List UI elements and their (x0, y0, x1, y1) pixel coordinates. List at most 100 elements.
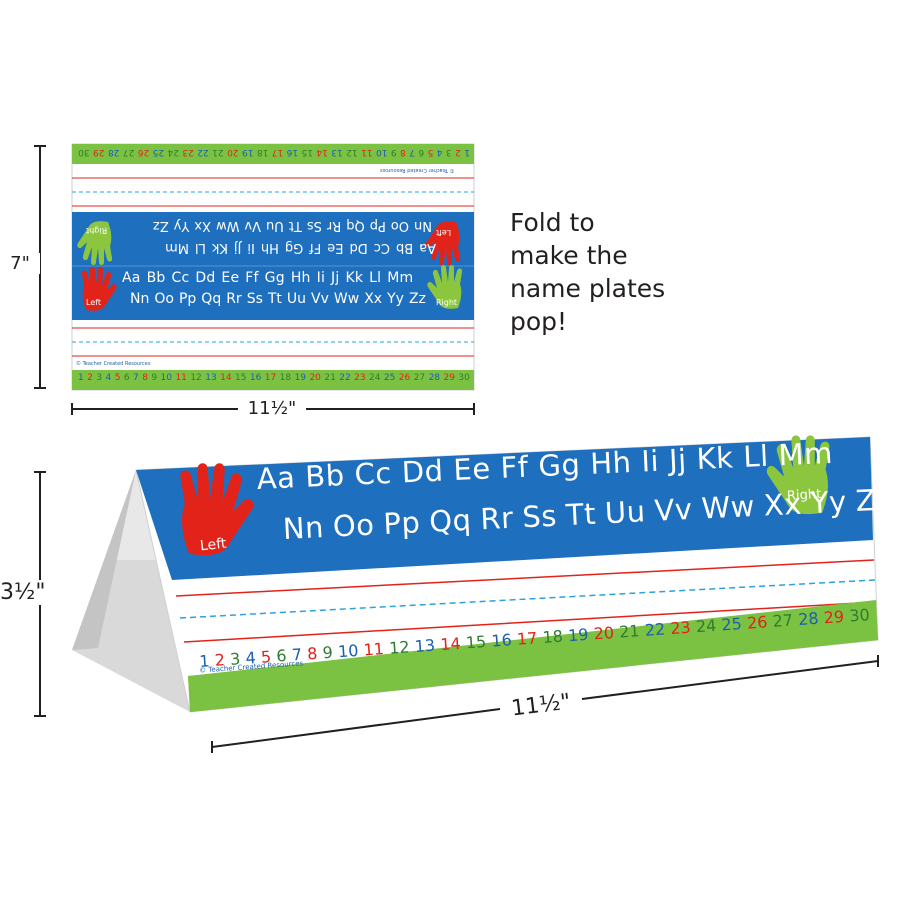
letter-pair: Mm (777, 435, 834, 473)
letter-pair: Pp (382, 505, 422, 542)
number-cell: 26 (746, 612, 769, 633)
letter-pair: Zz (408, 291, 426, 307)
folded-width-dimension (211, 655, 879, 753)
tent-left-label: Left (199, 535, 228, 555)
number-cell: 17 (264, 373, 277, 383)
flat-width-dimension (71, 403, 475, 415)
letter-pair: Qq (428, 502, 473, 539)
letter-pair: Jj (331, 270, 340, 286)
number-cell: 25 (383, 373, 396, 383)
number-cell: 2 (214, 650, 226, 670)
letter-pair: Uu (286, 291, 307, 307)
number-cell: 28 (428, 373, 441, 383)
number-cell: 22 (197, 147, 209, 157)
number-cell: 28 (797, 608, 820, 630)
number-cell: 3 (445, 147, 452, 157)
letter-pair: Ff (499, 449, 530, 485)
number-cell: 15 (301, 147, 313, 157)
flat-width-label: 11½" (247, 398, 297, 419)
number-cell: 21 (324, 373, 336, 383)
number-cell: 21 (212, 147, 224, 157)
caption-line: pop! (510, 307, 568, 336)
number-cell: 29 (93, 147, 105, 157)
letter-pair: Ee (221, 270, 240, 286)
number-cell: 26 (398, 373, 411, 383)
letter-pair: Ww (700, 488, 756, 526)
letter-pair: Oo (154, 291, 174, 307)
number-cell: 16 (249, 373, 262, 383)
letter-pair: Tt (565, 496, 597, 533)
number-cell: 27 (413, 373, 426, 383)
letter-pair: Ss (306, 218, 322, 233)
flat-nameplate (71, 143, 475, 391)
number-cell: 1 (198, 651, 211, 671)
number-cell: 23 (354, 373, 366, 383)
number-cell: 25 (152, 147, 165, 157)
number-cell: 7 (133, 373, 139, 383)
caption-line: make the (510, 241, 628, 270)
number-cell: 7 (291, 644, 303, 665)
flat-red-hand-icon-top (425, 221, 461, 265)
number-cell: 9 (390, 147, 397, 157)
letter-pair: Rr (326, 218, 342, 233)
letter-pair: Gg (264, 270, 285, 286)
letter-pair: Gg (284, 240, 304, 255)
tent-right-label: Right (786, 486, 822, 505)
letter-pair: Cc (171, 270, 190, 286)
flat-left-label: Left (86, 298, 102, 307)
number-cell: 4 (244, 648, 257, 668)
flat-height-dimension (34, 145, 46, 389)
number-cell: 10 (160, 373, 172, 383)
letter-pair: Qq (201, 291, 222, 307)
letter-pair: Kk (695, 440, 735, 476)
letter-pair: Hh (290, 270, 311, 286)
red-hand-icon (180, 463, 254, 556)
caption-line: name plates (510, 274, 666, 303)
number-cell: 13 (331, 147, 343, 157)
number-cell: 1 (464, 147, 470, 157)
number-cell: 24 (369, 373, 381, 383)
number-cell: 5 (260, 647, 272, 667)
letter-pair: Xx (364, 291, 383, 307)
letter-pair: Tt (288, 218, 302, 233)
letter-pair: Gg (537, 447, 582, 484)
letter-pair: Kk (345, 270, 364, 286)
number-cell: 30 (458, 373, 470, 383)
letter-pair: Oo (332, 507, 376, 544)
flat-right-label: Right (436, 298, 458, 307)
number-cell: 28 (107, 147, 120, 157)
number-cell: 6 (418, 147, 425, 157)
flat-right-label-inverted: Right (86, 226, 108, 235)
number-cell: 23 (182, 147, 194, 157)
green-hand-icon (766, 435, 830, 515)
flat-hand-icons (77, 221, 463, 311)
letter-pair: Zz (854, 482, 893, 518)
number-cell: 2 (87, 373, 93, 383)
number-cell: 16 (286, 147, 299, 157)
number-cell: 6 (123, 373, 130, 383)
letter-pair: Dd (195, 270, 216, 286)
letter-pair: Mm (387, 270, 414, 286)
flat-green-hand-icon-top (77, 221, 113, 265)
letter-pair: Ee (327, 240, 344, 255)
letter-pair: Bb (395, 240, 414, 255)
number-cell: 23 (669, 617, 692, 639)
number-cell: 19 (567, 624, 590, 646)
number-cell: 14 (439, 633, 462, 655)
letter-pair: Kk (211, 240, 228, 255)
number-cell: 15 (235, 373, 247, 383)
flat-green-hand-icon-bottom (427, 265, 463, 309)
letter-pair: Nn (282, 509, 325, 546)
number-cell: 20 (309, 373, 321, 383)
number-cell: 17 (516, 628, 538, 649)
number-cell: 13 (414, 635, 436, 656)
letter-pair: Ss (521, 498, 558, 535)
number-cell: 4 (105, 373, 112, 383)
number-cell: 8 (400, 147, 406, 157)
number-cell: 6 (275, 645, 288, 666)
letter-pair: Vv (244, 218, 262, 233)
number-cell: 3 (229, 649, 241, 669)
